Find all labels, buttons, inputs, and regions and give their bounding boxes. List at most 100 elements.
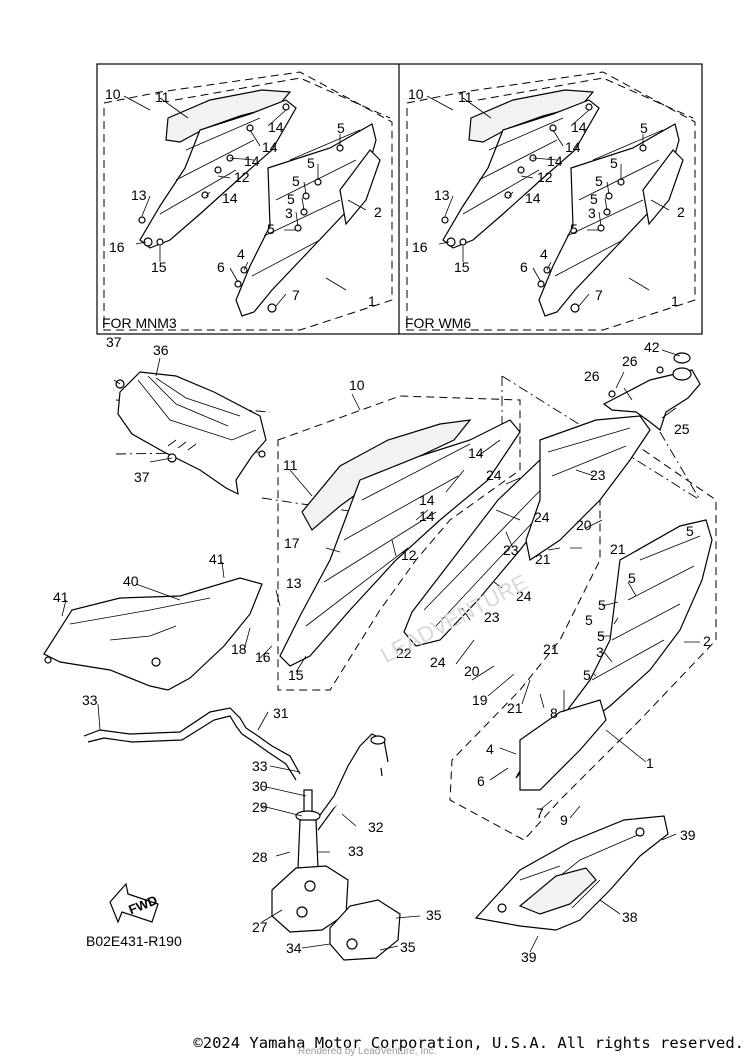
callout-35: 35	[426, 907, 442, 923]
inset-mnm3-callout-15: 15	[151, 259, 167, 275]
callout-22: 22	[396, 645, 412, 661]
callout-39: 39	[521, 949, 537, 965]
callout-26: 26	[584, 368, 600, 384]
inset-wm6-callout-12: 12	[537, 169, 553, 185]
callout-24: 24	[516, 588, 532, 604]
part-36-cover	[115, 371, 267, 496]
inset-mnm3-callout-5: 5	[287, 191, 295, 207]
callout-42: 42	[644, 339, 660, 355]
inset-mnm3-callout-5: 5	[267, 221, 275, 237]
callout-21: 21	[535, 551, 551, 567]
callout-21: 21	[543, 641, 559, 657]
callout-9: 9	[560, 812, 568, 828]
inset-wm6-callout-14: 14	[571, 119, 587, 135]
callout-21: 21	[610, 541, 626, 557]
callout-20: 20	[576, 517, 592, 533]
inset-wm6-callout-5: 5	[610, 155, 618, 171]
callout-17: 17	[284, 535, 300, 551]
callout-5: 5	[597, 628, 605, 644]
callout-5: 5	[628, 570, 636, 586]
inset-mnm3-callout-2: 2	[374, 204, 382, 220]
inset-wm6-callout-5: 5	[590, 191, 598, 207]
inset-wm6-callout-5: 5	[570, 221, 578, 237]
inset-mnm3-callout-5: 5	[307, 155, 315, 171]
render-credit: Rendered by LeadVenture, Inc.	[298, 1046, 437, 1057]
inset-wm6-callout-7: 7	[595, 287, 603, 303]
callout-14: 14	[419, 492, 435, 508]
part-10-11-main	[279, 415, 651, 667]
inset-wm6-callout-3: 3	[588, 205, 596, 221]
callout-8: 8	[550, 705, 558, 721]
fwd-arrow-icon: FWD	[109, 882, 159, 924]
inset-wm6-callout-14: 14	[565, 139, 581, 155]
callout-36: 36	[153, 342, 169, 358]
callout-25: 25	[674, 421, 690, 437]
callout-35: 35	[400, 939, 416, 955]
callout-19: 19	[472, 692, 488, 708]
callout-31: 31	[273, 705, 289, 721]
inset-wm6-callout-5: 5	[595, 173, 603, 189]
inset-mnm3-callout-5: 5	[292, 173, 300, 189]
callout-6: 6	[477, 773, 485, 789]
callout-32: 32	[368, 819, 384, 835]
callout-20: 20	[464, 663, 480, 679]
inset-wm6-callout-2: 2	[677, 204, 685, 220]
inset-mnm3-callout-6: 6	[217, 259, 225, 275]
inset-mnm3-callout-13: 13	[131, 187, 147, 203]
inset-mnm3-callout-11: 11	[155, 89, 170, 105]
callout-1: 1	[646, 755, 654, 771]
callout-33: 33	[348, 843, 364, 859]
callout-37: 37	[106, 334, 122, 350]
inset-mnm3-callout-1: 1	[368, 293, 376, 309]
inset-mnm3-callout-3: 3	[285, 205, 293, 221]
main-callouts: 37 36 37 10 11 14 14 14 12 17 13 16 15 1…	[53, 334, 711, 965]
callout-3: 3	[596, 644, 604, 660]
inset-mnm3: 10 11 14 14 14 12 14 13 16 15 5 5 5 5 3 …	[102, 71, 393, 331]
variant-label-wm6: FOR WM6	[405, 315, 471, 331]
inset-wm6-callout-15: 15	[454, 259, 470, 275]
inset-wm6-callout-1: 1	[671, 293, 679, 309]
callout-27: 27	[252, 919, 268, 935]
inset-wm6-callout-13: 13	[434, 187, 450, 203]
callout-4: 4	[486, 741, 494, 757]
inset-wm6-callout-5: 5	[640, 120, 648, 136]
callout-7: 7	[536, 805, 544, 821]
callout-26: 26	[622, 353, 638, 369]
callout-5: 5	[585, 612, 593, 628]
callout-5: 5	[583, 667, 591, 683]
callout-14: 14	[468, 445, 484, 461]
inset-wm6-callout-16: 16	[412, 239, 428, 255]
part-2-side-cover	[515, 519, 713, 791]
main-leader-lines	[61, 349, 700, 953]
callout-28: 28	[252, 849, 268, 865]
callout-30: 30	[252, 778, 268, 794]
callout-24: 24	[534, 509, 550, 525]
callout-41: 41	[53, 589, 69, 605]
inset-mnm3-callout-14: 14	[244, 153, 260, 169]
inset-mnm3-callout-12: 12	[234, 169, 250, 185]
inset-wm6-callout-14: 14	[525, 190, 541, 206]
callout-15: 15	[288, 667, 304, 683]
callout-37: 37	[134, 469, 150, 485]
callout-21: 21	[507, 700, 523, 716]
callout-38: 38	[622, 909, 638, 925]
inset-mnm3-callout-10: 10	[105, 86, 121, 102]
callout-23: 23	[590, 467, 606, 483]
part-38-cover	[474, 815, 669, 931]
variant-label-mnm3: FOR MNM3	[102, 315, 177, 331]
callout-24: 24	[486, 467, 502, 483]
callout-23: 23	[503, 542, 519, 558]
inset-wm6-callout-14: 14	[547, 153, 563, 169]
inset-mnm3-callout-16: 16	[109, 239, 125, 255]
callout-33: 33	[82, 692, 98, 708]
callout-10: 10	[349, 377, 365, 393]
callout-12: 12	[401, 547, 417, 563]
inset-mnm3-callout-14: 14	[268, 119, 284, 135]
callout-29: 29	[252, 799, 268, 815]
hoses	[83, 707, 389, 831]
diagram-code: B02E431-R190	[86, 933, 182, 949]
callout-23: 23	[484, 609, 500, 625]
callout-5: 5	[686, 523, 694, 539]
callout-2: 2	[703, 633, 711, 649]
